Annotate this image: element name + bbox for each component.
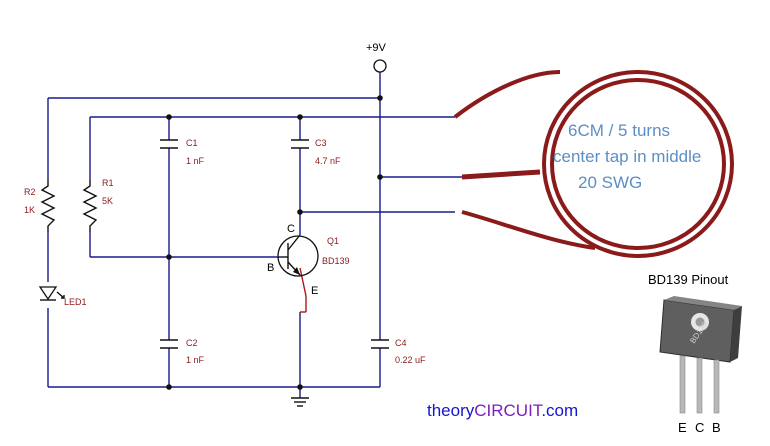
bd139-package — [659, 296, 742, 414]
c4-value: 0.22 uF — [395, 355, 426, 365]
coil-text-3: 20 SWG — [578, 173, 642, 192]
led-ref: LED1 — [64, 297, 87, 307]
junction-dots — [166, 95, 383, 390]
led-symbol — [38, 286, 65, 301]
pin-e: E — [678, 420, 687, 435]
wires — [47, 72, 462, 398]
r2-ref: R2 — [24, 187, 36, 197]
supply-terminal — [373, 59, 387, 73]
pin-c: C — [695, 420, 704, 435]
supply-label: +9V — [366, 42, 387, 54]
collector-label: C — [287, 223, 295, 235]
emitter-label: E — [311, 285, 318, 297]
c1-value: 1 nF — [186, 156, 205, 166]
r1-value: 5K — [102, 196, 113, 206]
brand-part-2: CIRCUIT — [474, 401, 543, 420]
coil — [453, 70, 734, 258]
capacitor-c4 — [371, 339, 389, 349]
c2-ref: C2 — [186, 338, 198, 348]
capacitor-c1 — [160, 139, 178, 149]
pinout-title: BD139 Pinout — [648, 272, 729, 287]
emitter-wire — [299, 267, 307, 313]
resistor-r2 — [40, 180, 56, 232]
ground-symbol — [291, 397, 309, 407]
brand-text: theoryCIRCUIT.com — [427, 401, 578, 420]
brand-part-3: .com — [541, 401, 578, 420]
q1-value: BD139 — [322, 256, 350, 266]
brand-part-1: theory — [427, 401, 475, 420]
coil-text-2: center tap in middle — [553, 147, 701, 166]
coil-text-1: 6CM / 5 turns — [568, 121, 670, 140]
resistor-r1 — [82, 180, 98, 232]
c3-ref: C3 — [315, 138, 327, 148]
r2-value: 1K — [24, 205, 35, 215]
base-label: B — [267, 262, 274, 274]
transistor-q1 — [277, 234, 319, 277]
capacitor-c2 — [160, 339, 178, 349]
c1-ref: C1 — [186, 138, 198, 148]
pin-b: B — [712, 420, 721, 435]
q1-ref: Q1 — [327, 236, 339, 246]
r1-ref: R1 — [102, 178, 114, 188]
c3-value: 4.7 nF — [315, 156, 341, 166]
capacitor-c3 — [291, 139, 309, 149]
c2-value: 1 nF — [186, 355, 205, 365]
c4-ref: C4 — [395, 338, 407, 348]
